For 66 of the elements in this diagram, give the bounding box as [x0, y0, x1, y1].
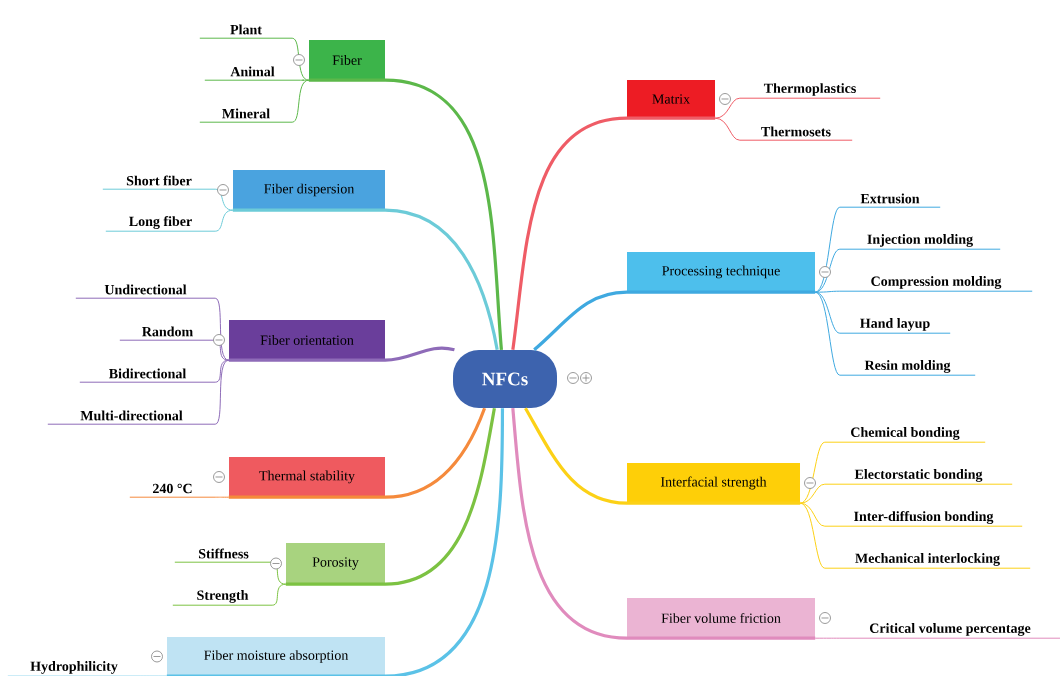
connector	[129, 496, 230, 498]
subtopic-text: Chemical bonding	[851, 427, 960, 440]
subtopic-text: Mineral	[222, 108, 270, 119]
topic-box: Processing technique	[627, 252, 815, 292]
connector	[799, 441, 986, 504]
subtopic-text: Thermosets	[761, 126, 831, 137]
subtopic-text: Stiffness	[199, 548, 249, 559]
topic-box: Matrix	[627, 80, 715, 118]
subtopic-text: Compression molding	[871, 276, 1002, 289]
connector	[285, 407, 496, 586]
subtopic-text: Bidirectional	[109, 368, 187, 379]
connector	[714, 97, 881, 119]
connector	[814, 637, 1060, 639]
topic-box: Fiber volume friction	[627, 598, 815, 638]
topic-box: Fiber orientation	[229, 320, 385, 360]
topic-box: Fiber dispersion	[233, 170, 385, 210]
connector	[799, 483, 1013, 504]
connector	[714, 117, 853, 141]
connector	[799, 502, 1031, 569]
subtopic-text: Random	[142, 326, 193, 337]
subtopic-text: Critical volume percentage	[869, 623, 1031, 636]
subtopic-text: Undirectional	[104, 284, 187, 295]
subtopic-text: Hydrophilicity	[30, 661, 118, 674]
topic-box: Fiber moisture absorption	[167, 637, 385, 676]
subtopic-text: Hand layup	[860, 318, 930, 331]
connector	[308, 78, 503, 350]
topic-box: Thermal stability	[229, 457, 385, 497]
connector	[511, 116, 716, 350]
subtopic-text: Long fiber	[129, 216, 192, 229]
connector	[232, 208, 499, 351]
subtopic-text: Resin molding	[864, 360, 951, 373]
connector	[814, 290, 1033, 293]
subtopic-text: Animal	[230, 66, 275, 77]
central-topic: NFCs	[453, 350, 557, 408]
connector	[814, 206, 941, 293]
connector	[199, 79, 310, 123]
subtopic-text: Plant	[230, 24, 262, 35]
subtopic-text: Electorstatic bonding	[854, 469, 983, 482]
connector	[172, 583, 287, 606]
connector	[102, 188, 234, 211]
connector	[524, 407, 801, 505]
connector	[533, 290, 816, 351]
subtopic-text: Short fiber	[126, 175, 192, 186]
connector	[228, 407, 487, 499]
connector	[814, 248, 1001, 293]
subtopic-text: Inter-diffusion bonding	[854, 511, 994, 524]
connector	[47, 359, 230, 425]
subtopic-text: Injection molding	[867, 234, 973, 247]
subtopic-text: Thermoplastics	[763, 83, 856, 96]
topic-box: Porosity	[286, 543, 385, 584]
connector	[174, 561, 287, 585]
subtopic-text: Multi-directional	[80, 410, 183, 421]
connector	[105, 209, 234, 232]
connector	[75, 297, 230, 361]
connector	[511, 408, 816, 640]
connector	[199, 37, 310, 81]
subtopic-text: 240 °C	[153, 483, 192, 494]
subtopic-text: Mechanical interlocking	[855, 553, 1000, 566]
connector	[166, 408, 505, 676]
connector	[814, 291, 976, 376]
connector	[228, 346, 455, 362]
topic-box: Interfacial strength	[627, 463, 800, 503]
connector	[119, 339, 230, 361]
subtopic-text: Strength	[197, 590, 249, 603]
topic-box: Fiber	[309, 40, 385, 80]
subtopic-text: Extrusion	[860, 193, 920, 204]
